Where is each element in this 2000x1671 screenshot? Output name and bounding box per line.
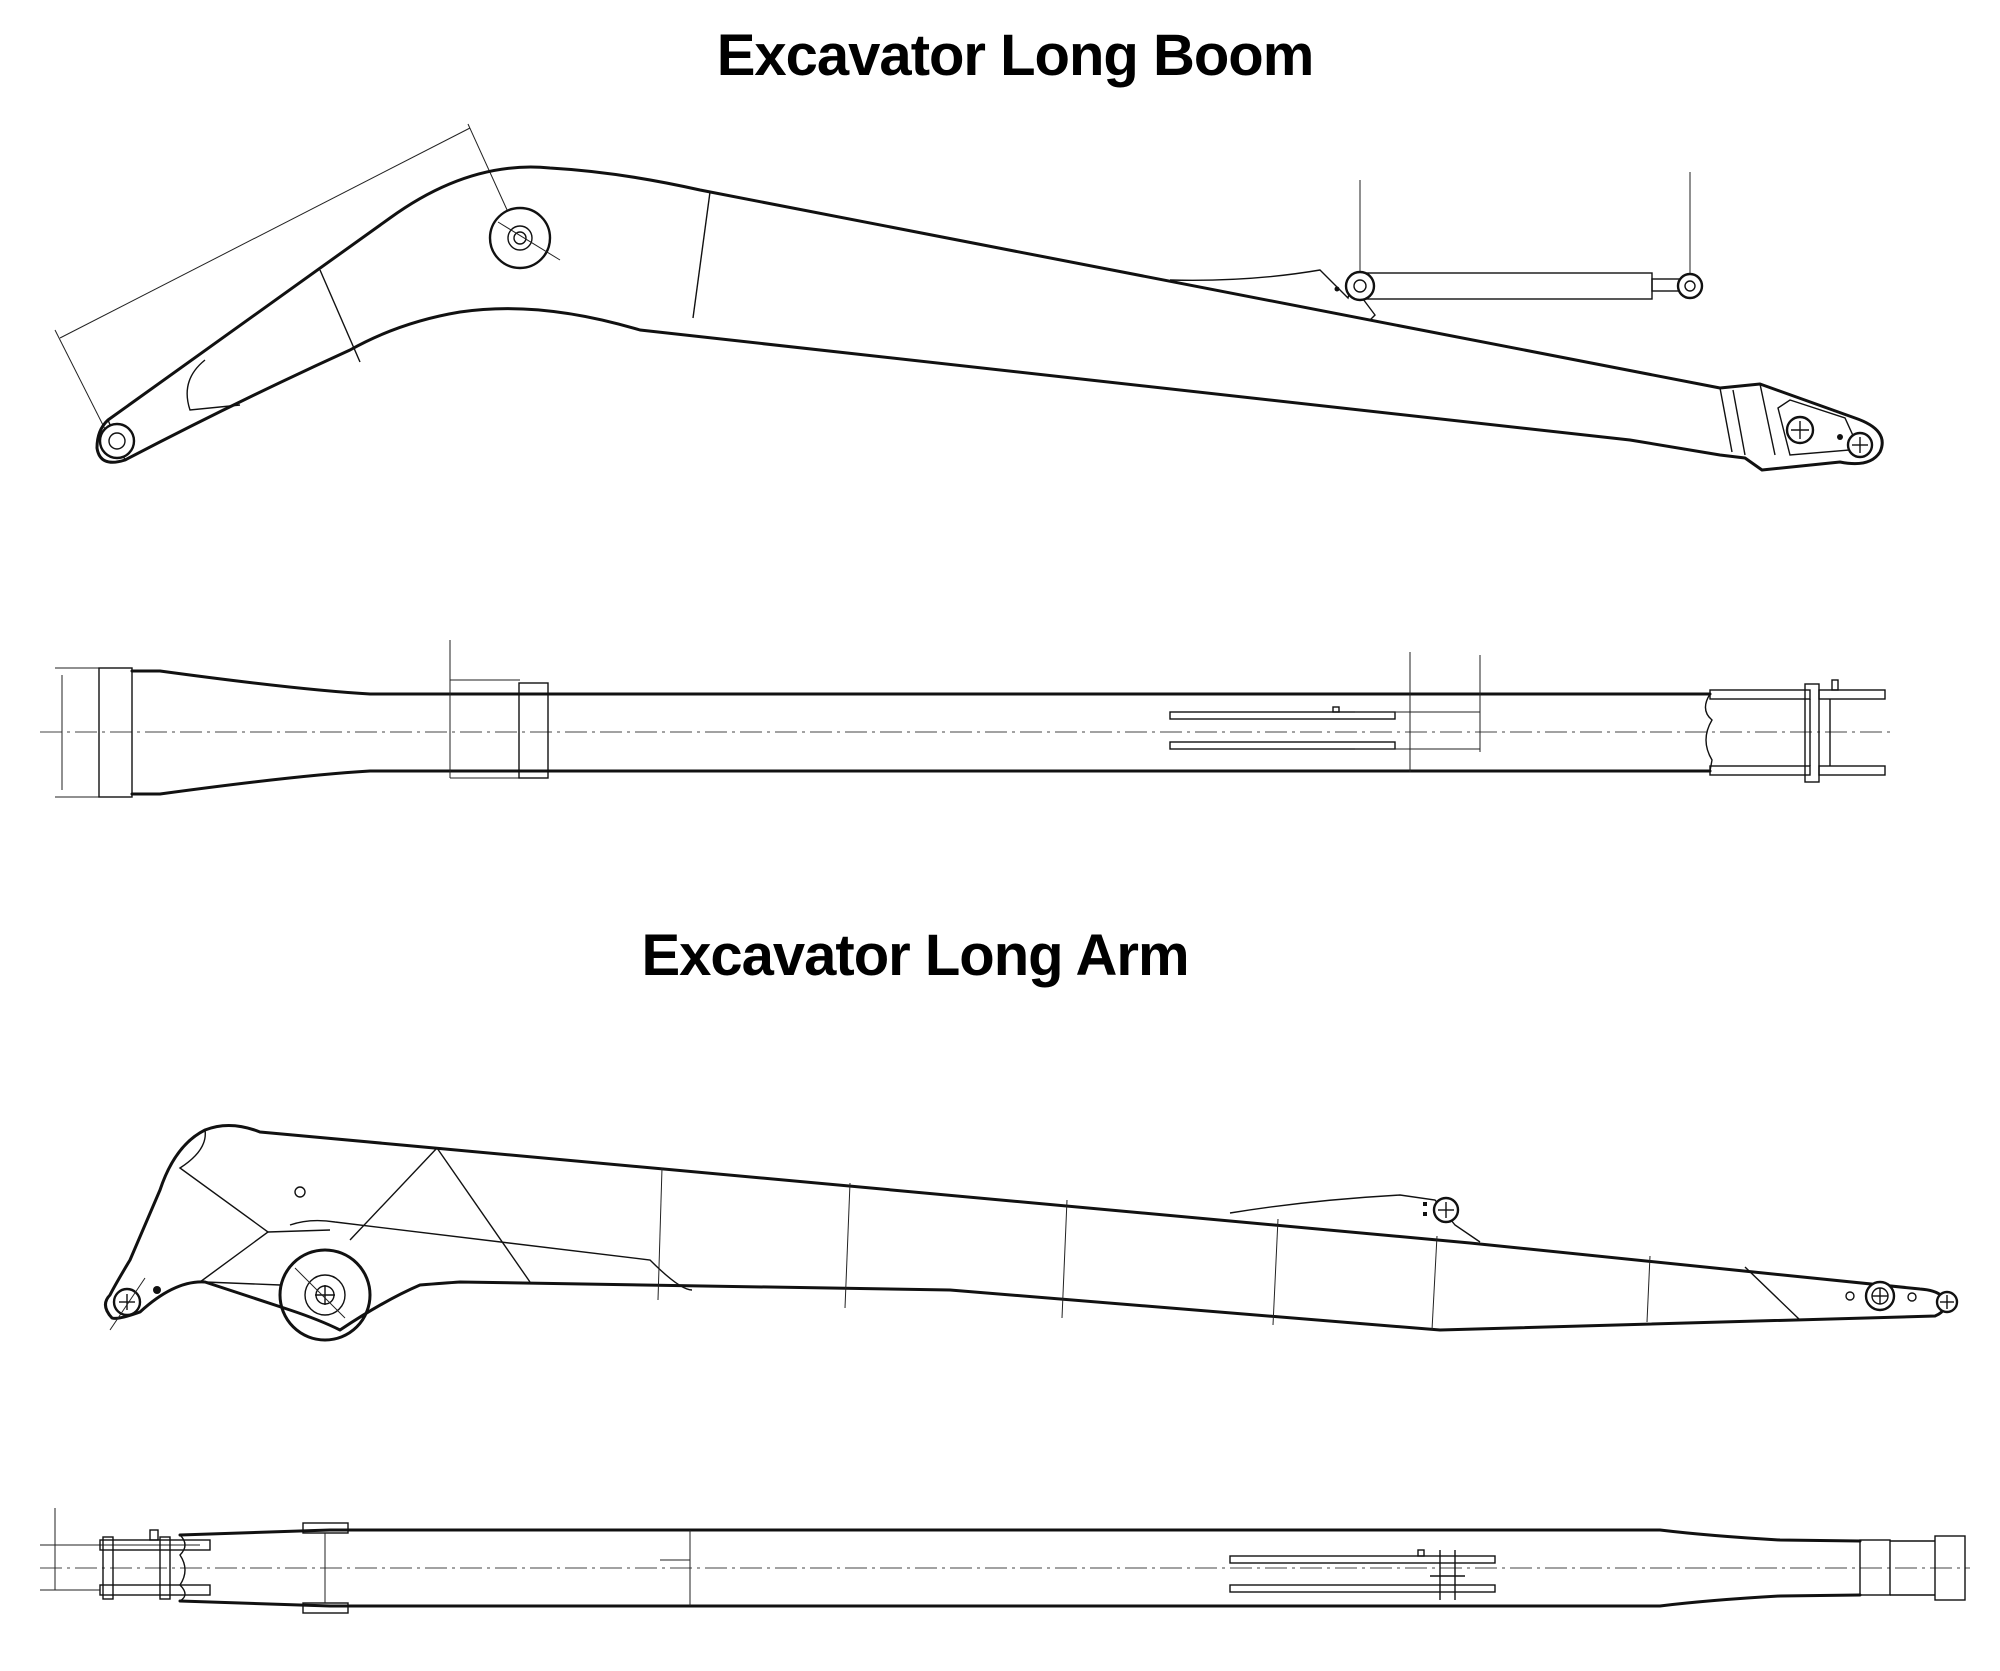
arm-top-tip-boss bbox=[1859, 1539, 1891, 1596]
cylinder-rear-pin bbox=[1344, 270, 1376, 302]
boom-top-view bbox=[40, 640, 1890, 798]
boom-top-clevis bbox=[1709, 679, 1886, 783]
arm-cylinder bbox=[1334, 172, 1704, 302]
boom-dimension-line bbox=[59, 127, 471, 339]
arm-title: Excavator Long Arm bbox=[641, 923, 1189, 988]
arm-stiffener-line bbox=[844, 1182, 851, 1309]
cylinder-bracket bbox=[1169, 269, 1351, 300]
arm-stiffener-line bbox=[1431, 1235, 1438, 1331]
arm-stiffener-line bbox=[1272, 1218, 1279, 1326]
arm-outline bbox=[104, 1124, 1947, 1332]
arm-pivot-boss bbox=[278, 1248, 372, 1342]
boom-cylinder-boss bbox=[518, 682, 549, 779]
boom-side-view bbox=[54, 123, 1884, 472]
arm-top-view bbox=[40, 1508, 1970, 1614]
boom-title: Excavator Long Boom bbox=[716, 23, 1315, 88]
boom-outline bbox=[95, 165, 1884, 472]
arm-stiffener-line bbox=[1646, 1255, 1651, 1323]
arm-stiffener-line bbox=[1061, 1199, 1068, 1319]
boom-cylinder-pin bbox=[488, 206, 552, 270]
boom-foot-pin bbox=[98, 422, 136, 460]
boom-plate-line bbox=[319, 269, 361, 363]
arm-side-view bbox=[104, 1124, 1959, 1342]
boom-extension-line bbox=[54, 329, 109, 436]
arm-cylinder-bracket bbox=[1229, 1194, 1481, 1243]
arm-top-clevis bbox=[99, 1529, 211, 1600]
cylinder-rod-pin bbox=[1676, 272, 1704, 300]
boom-foot-boss bbox=[98, 667, 133, 798]
boom-plate-line bbox=[692, 191, 711, 319]
arm-stiffener-line bbox=[657, 1167, 663, 1301]
boom-gusset bbox=[186, 359, 241, 411]
